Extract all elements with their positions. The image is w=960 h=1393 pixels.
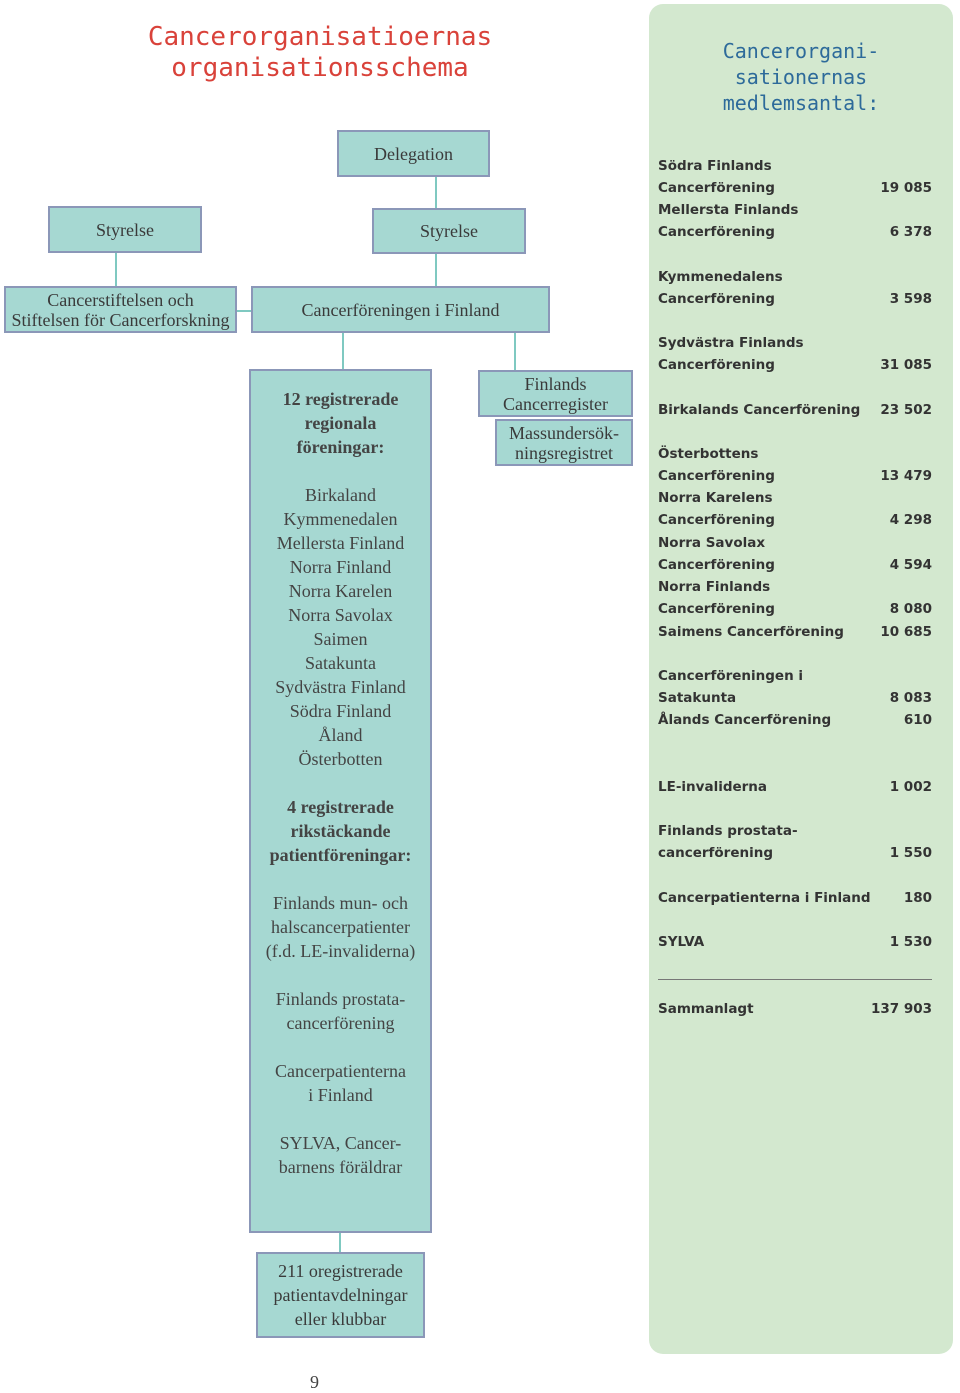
patient-item: Cancerpatienterna i Finland xyxy=(275,1061,406,1105)
cancerforeningen-box: Cancerföreningen i Finland xyxy=(251,286,550,333)
member-row: Kymmenedalens Cancerförening 3 598 xyxy=(658,266,932,310)
member-name: Cancerpatienterna i Finland xyxy=(658,890,871,906)
styrelse-left-box: Styrelse xyxy=(48,206,202,253)
member-row: Norra Savolax Cancerförening 4 594 xyxy=(658,532,932,576)
member-count: 13 479 xyxy=(880,468,932,484)
member-name: Finlands prostata- cancerförening xyxy=(658,823,798,861)
cancerregister-box: Finlands Cancerregister xyxy=(478,370,633,417)
connector xyxy=(339,1233,341,1252)
page-number: 9 xyxy=(310,1372,319,1392)
massundersok-box: Massundersök- ningsregistret xyxy=(495,419,633,466)
member-name: Ålands Cancerförening xyxy=(658,712,832,728)
member-count: 3 598 xyxy=(889,291,932,307)
member-row: Ålands Cancerförening 610 xyxy=(658,709,932,731)
membership-panel: Cancerorgani- sationernas medlemsantal: … xyxy=(649,4,953,1354)
member-name: Sydvästra Finlands Cancerförening xyxy=(658,335,804,373)
regional-item: Österbotten xyxy=(298,749,383,769)
member-count: 31 085 xyxy=(880,357,932,373)
member-row: Norra Finlands Cancerförening 8 080 xyxy=(658,576,932,620)
member-row: Österbottens Cancerförening 13 479 xyxy=(658,443,932,487)
member-row: Norra Karelens Cancerförening 4 298 xyxy=(658,487,932,531)
member-count: 19 085 xyxy=(880,180,932,196)
member-name: Södra Finlands Cancerförening xyxy=(658,158,775,196)
connector xyxy=(514,333,516,371)
styrelse-center-box: Styrelse xyxy=(372,208,526,254)
member-name: Norra Savolax Cancerförening xyxy=(658,535,775,573)
regional-item: Birkaland xyxy=(305,485,376,505)
regional-item: Norra Savolax xyxy=(288,605,393,625)
unregistered-box: 211 oregistrerade patientavdelningar ell… xyxy=(256,1252,425,1338)
member-row: LE-invaliderna 1 002 xyxy=(658,776,932,798)
member-name: SYLVA xyxy=(658,934,705,950)
member-name: Österbottens Cancerförening xyxy=(658,446,775,484)
total-row: Sammanlagt 137 903 xyxy=(658,998,932,1020)
patient-heading: 4 registrerade rikstäckande patientfören… xyxy=(269,797,412,865)
member-count: 6 378 xyxy=(889,224,932,240)
total-label: Sammanlagt xyxy=(658,1001,754,1017)
regional-item: Sydvästra Finland xyxy=(275,677,406,697)
member-count: 1 550 xyxy=(889,845,932,861)
regional-item: Satakunta xyxy=(305,653,376,673)
stiftelsen-box: Cancerstiftelsen och Stiftelsen för Canc… xyxy=(4,286,237,333)
regional-item: Saimen xyxy=(313,629,368,649)
regional-item: Mellersta Finland xyxy=(276,533,405,553)
member-name: Cancerföreningen i Satakunta xyxy=(658,668,804,706)
connector xyxy=(435,177,437,208)
connector xyxy=(237,310,251,312)
patient-item: Finlands mun- och halscancerpatienter (f… xyxy=(265,893,416,961)
member-organizations-box: 12 registrerade regionala föreningar: Bi… xyxy=(249,369,432,1233)
patient-item: SYLVA, Cancer- barnens föräldrar xyxy=(278,1133,403,1177)
regional-item: Norra Karelen xyxy=(288,581,393,601)
member-row: Södra Finlands Cancerförening 19 085 xyxy=(658,155,932,199)
member-count: 180 xyxy=(903,890,932,906)
regional-item: Åland xyxy=(318,725,363,745)
page-title: Cancerorganisatioernas organisationssche… xyxy=(147,22,493,83)
member-count: 1 002 xyxy=(889,779,932,795)
regional-item: Norra Finland xyxy=(289,557,392,577)
member-name: Mellersta Finlands Cancerförening xyxy=(658,202,799,240)
connector xyxy=(435,254,437,287)
panel-title: Cancerorgani- sationernas medlemsantal: xyxy=(722,39,880,115)
member-row: Sydvästra Finlands Cancerförening 31 085 xyxy=(658,332,932,376)
member-row: Finlands prostata- cancerförening 1 550 xyxy=(658,820,932,864)
total-count: 137 903 xyxy=(870,1001,932,1017)
regional-item: Kymmenedalen xyxy=(283,509,398,529)
delegation-box: Delegation xyxy=(337,130,490,177)
member-name: Norra Finlands Cancerförening xyxy=(658,579,775,617)
member-count: 23 502 xyxy=(880,402,932,418)
member-row: Cancerföreningen i Satakunta 8 083 xyxy=(658,665,932,709)
member-count: 8 083 xyxy=(889,690,932,706)
patient-item: Finlands prostata- cancerförening xyxy=(275,989,406,1033)
member-row: Saimens Cancerförening 10 685 xyxy=(658,621,932,643)
member-row: SYLVA 1 530 xyxy=(658,931,932,953)
member-name: Norra Karelens Cancerförening xyxy=(658,490,775,528)
member-count: 610 xyxy=(903,712,932,728)
regional-item: Södra Finland xyxy=(289,701,392,721)
member-name: Birkalands Cancerförening xyxy=(658,402,861,418)
member-row: Birkalands Cancerförening 23 502 xyxy=(658,399,932,421)
connector xyxy=(342,333,344,370)
member-name: LE-invaliderna xyxy=(658,779,768,795)
total-divider xyxy=(658,979,932,980)
connector xyxy=(115,253,117,287)
member-name: Kymmenedalens Cancerförening xyxy=(658,269,783,307)
member-count: 8 080 xyxy=(889,601,932,617)
regional-heading: 12 registrerade regionala föreningar: xyxy=(282,389,399,457)
member-count: 4 298 xyxy=(889,512,932,528)
member-row: Cancerpatienterna i Finland 180 xyxy=(658,887,932,909)
member-count: 10 685 xyxy=(880,624,932,640)
member-row: Mellersta Finlands Cancerförening 6 378 xyxy=(658,199,932,243)
member-name: Saimens Cancerförening xyxy=(658,624,844,640)
member-count: 1 530 xyxy=(889,934,932,950)
member-count: 4 594 xyxy=(889,557,932,573)
